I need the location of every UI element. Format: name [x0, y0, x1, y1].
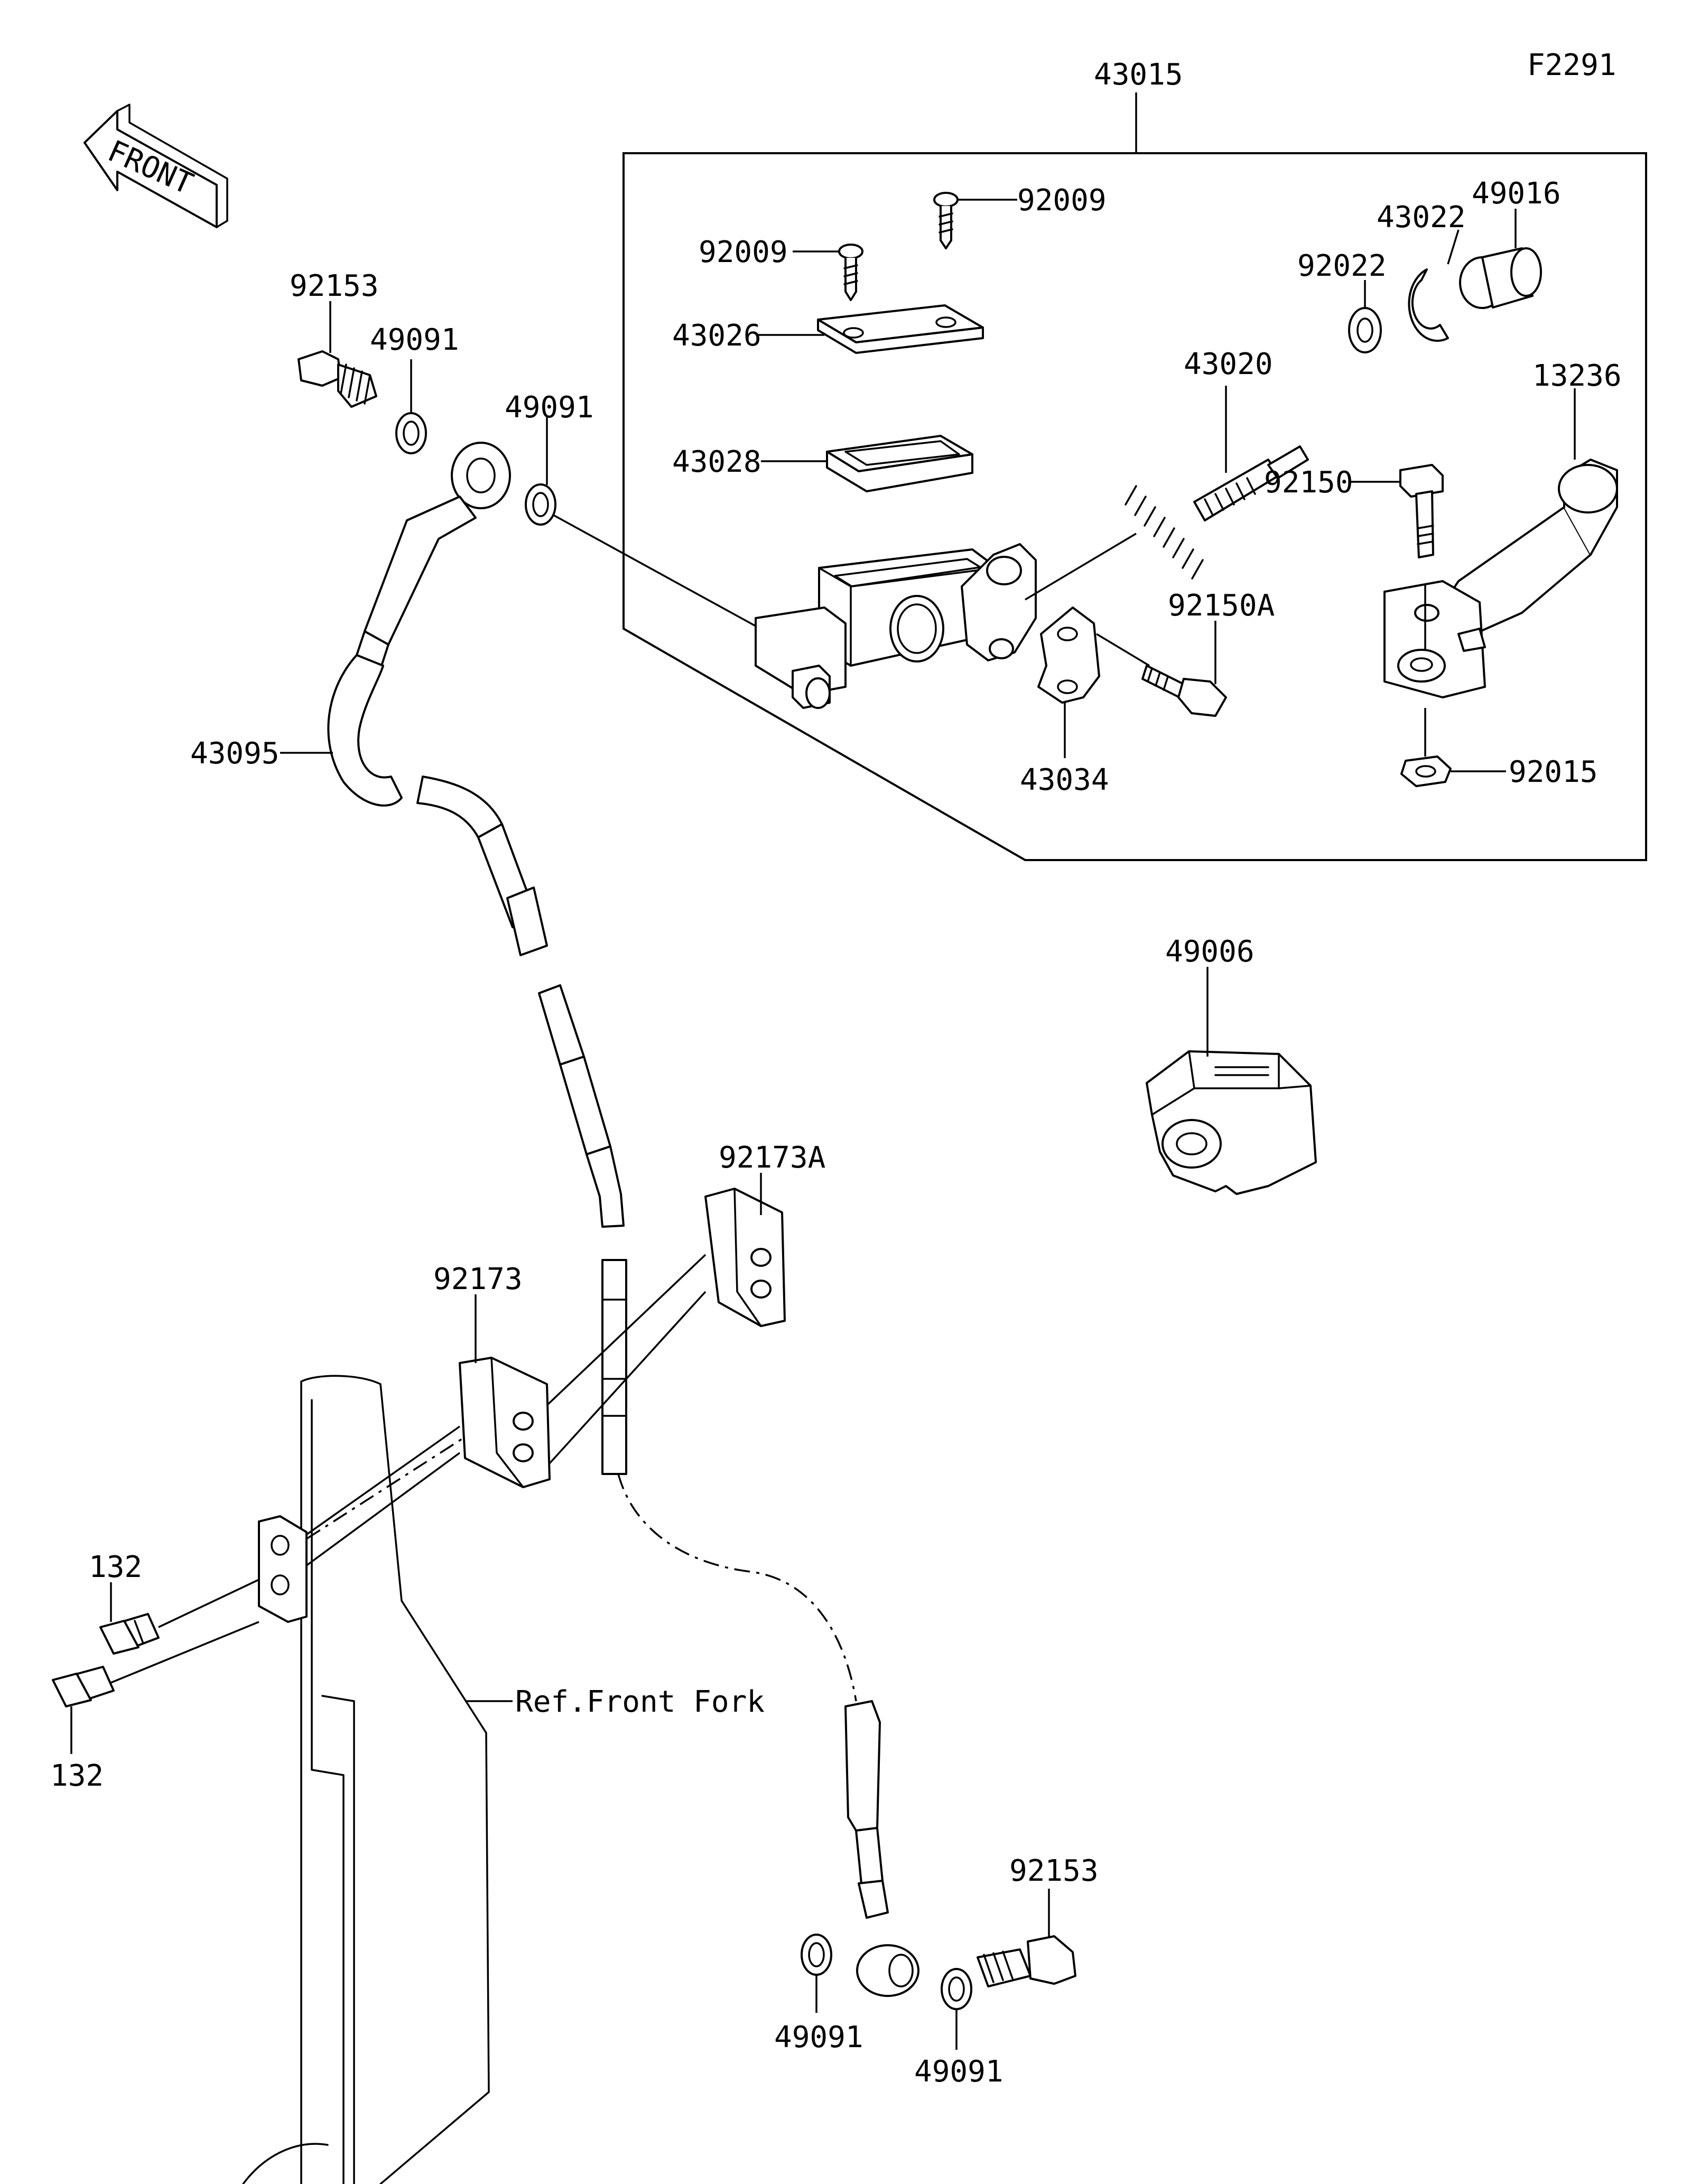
push-rod-spring-43020	[1125, 445, 1309, 580]
label-92150: 92150	[1264, 465, 1353, 500]
label-92153-top: 92153	[290, 269, 379, 303]
washer-92022	[1348, 307, 1382, 353]
front-fork-reference	[242, 1375, 490, 2184]
pivot-bolt-92150	[1399, 464, 1444, 558]
brake-lever-13236	[1383, 459, 1618, 698]
washer-49091-bottom-left	[801, 1934, 832, 1976]
diagram-code: F2291	[1527, 48, 1616, 82]
front-direction-arrow-icon: FRONT	[83, 104, 228, 228]
label-49006: 49006	[1165, 935, 1255, 969]
banjo-bolt-92153-bottom	[977, 1935, 1076, 1987]
label-92173: 92173	[433, 1262, 523, 1296]
label-92009-left: 92009	[699, 235, 788, 269]
bolt-132-lower	[52, 1666, 115, 1707]
master-cylinder-body	[755, 543, 1037, 709]
hose-guard-49006	[1146, 1050, 1317, 1195]
label-92009-right: 92009	[1017, 183, 1107, 218]
label-92150A: 92150A	[1168, 589, 1275, 623]
label-43015: 43015	[1094, 58, 1183, 92]
label-49091-bottom-left: 49091	[774, 2020, 863, 2055]
diaphragm-43028	[826, 435, 973, 492]
hose-clamp-92173	[459, 1357, 551, 1488]
washer-49091-top-right	[525, 483, 556, 526]
label-132-lower: 132	[50, 1759, 104, 1793]
washer-49091-top-left	[395, 412, 427, 454]
nut-92015	[1400, 755, 1452, 787]
label-43028: 43028	[672, 445, 761, 479]
label-49091-top-right: 49091	[505, 390, 594, 425]
label-43020: 43020	[1184, 347, 1273, 381]
label-49091-top-left: 49091	[370, 323, 459, 357]
screw-92009-left	[838, 244, 863, 301]
label-49016: 49016	[1472, 176, 1561, 211]
banjo-bolt-92153-top	[298, 350, 377, 408]
label-92173A: 92173A	[719, 1141, 825, 1175]
dust-boot-49016	[1459, 247, 1542, 309]
label-13236: 13236	[1532, 359, 1622, 393]
screw-92009-right	[933, 192, 959, 249]
label-49091-bottom-right: 49091	[914, 2055, 1004, 2089]
label-43022: 43022	[1377, 200, 1466, 235]
hose-clamp-92173A	[704, 1188, 786, 1327]
washer-49091-bottom-right	[941, 1968, 972, 2010]
clamp-bolt-92150A	[1141, 665, 1227, 717]
circlip-43022	[1408, 268, 1449, 342]
bolt-132-upper	[99, 1613, 160, 1655]
label-43026: 43026	[672, 319, 761, 353]
label-92022: 92022	[1297, 249, 1387, 283]
label-132-upper: 132	[89, 1550, 142, 1584]
label-43034: 43034	[1020, 763, 1109, 797]
reservoir-cap-43026	[817, 304, 984, 354]
brake-hose-43095	[327, 442, 919, 1997]
reference-front-fork: Ref.Front Fork	[515, 1685, 765, 1719]
label-43095: 43095	[190, 736, 280, 771]
label-92153-bottom: 92153	[1009, 1854, 1099, 1888]
clamp-43034	[1037, 606, 1100, 704]
label-92015: 92015	[1509, 755, 1598, 789]
assembly-frame-43015	[622, 152, 1647, 861]
